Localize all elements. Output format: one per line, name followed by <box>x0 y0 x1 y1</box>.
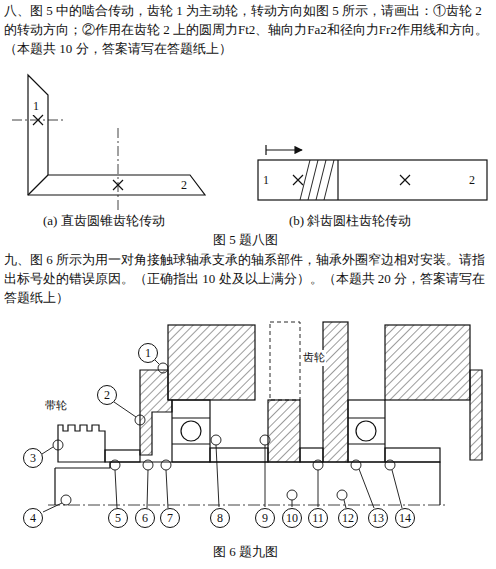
callout-text: 2 <box>104 389 110 401</box>
callout-text: 12 <box>342 512 354 524</box>
figure-subcaption: (a) 直齿圆锥齿轮传动 <box>42 212 166 231</box>
question-text: 八、图 5 中的啮合传动，齿轮 1 为主动轮，转动方向如图 5 所示，请画出：①… <box>4 2 492 59</box>
part-name: 齿轮 <box>302 350 326 366</box>
callout-number: 14 <box>395 508 415 528</box>
bevel-gears <box>12 75 205 210</box>
callout-text: 11 <box>312 512 324 524</box>
gear-number: 1 <box>262 172 270 189</box>
callout-text: 13 <box>372 512 384 524</box>
callout-number: 13 <box>368 508 388 528</box>
figure-caption: 图 5 题八图 <box>212 231 279 250</box>
callout-text: 1 <box>145 347 151 359</box>
callout-number: 5 <box>108 508 128 528</box>
callout-text: 3 <box>30 452 36 464</box>
callout-text: 14 <box>399 512 411 524</box>
callout-text: 10 <box>286 512 298 524</box>
callout-text: 6 <box>142 512 148 524</box>
callout-text: 5 <box>115 512 121 524</box>
part-name: 带轮 <box>44 398 68 414</box>
callout-number: 8 <box>210 508 230 528</box>
figure-caption: 图 6 题九图 <box>212 543 279 562</box>
callout-number: 10 <box>282 508 302 528</box>
question-text: 九、图 6 所示为用一对角接触球轴承支承的轴系部件，轴承外圈窄边相对安装。请指出… <box>4 251 492 308</box>
helical-gears <box>258 145 487 200</box>
callout-text: 4 <box>30 512 36 524</box>
callout-number: 6 <box>135 508 155 528</box>
callout-number: 4 <box>23 508 43 528</box>
callout-number: 1 <box>138 343 158 363</box>
callout-number: 11 <box>308 508 328 528</box>
error-markers <box>42 360 402 512</box>
callout-text: 7 <box>167 512 173 524</box>
callout-number: 7 <box>160 508 180 528</box>
callout-text: 9 <box>262 512 268 524</box>
callout-text: 8 <box>217 512 223 524</box>
callout-number: 3 <box>23 448 43 468</box>
gear-number: 2 <box>180 177 188 194</box>
gear-number: 2 <box>468 172 476 189</box>
callout-number: 9 <box>255 508 275 528</box>
callout-number: 2 <box>97 385 117 405</box>
gear-number: 1 <box>32 98 40 115</box>
figure-subcaption: (b) 斜齿圆柱齿轮传动 <box>288 212 412 231</box>
callout-number: 12 <box>338 508 358 528</box>
